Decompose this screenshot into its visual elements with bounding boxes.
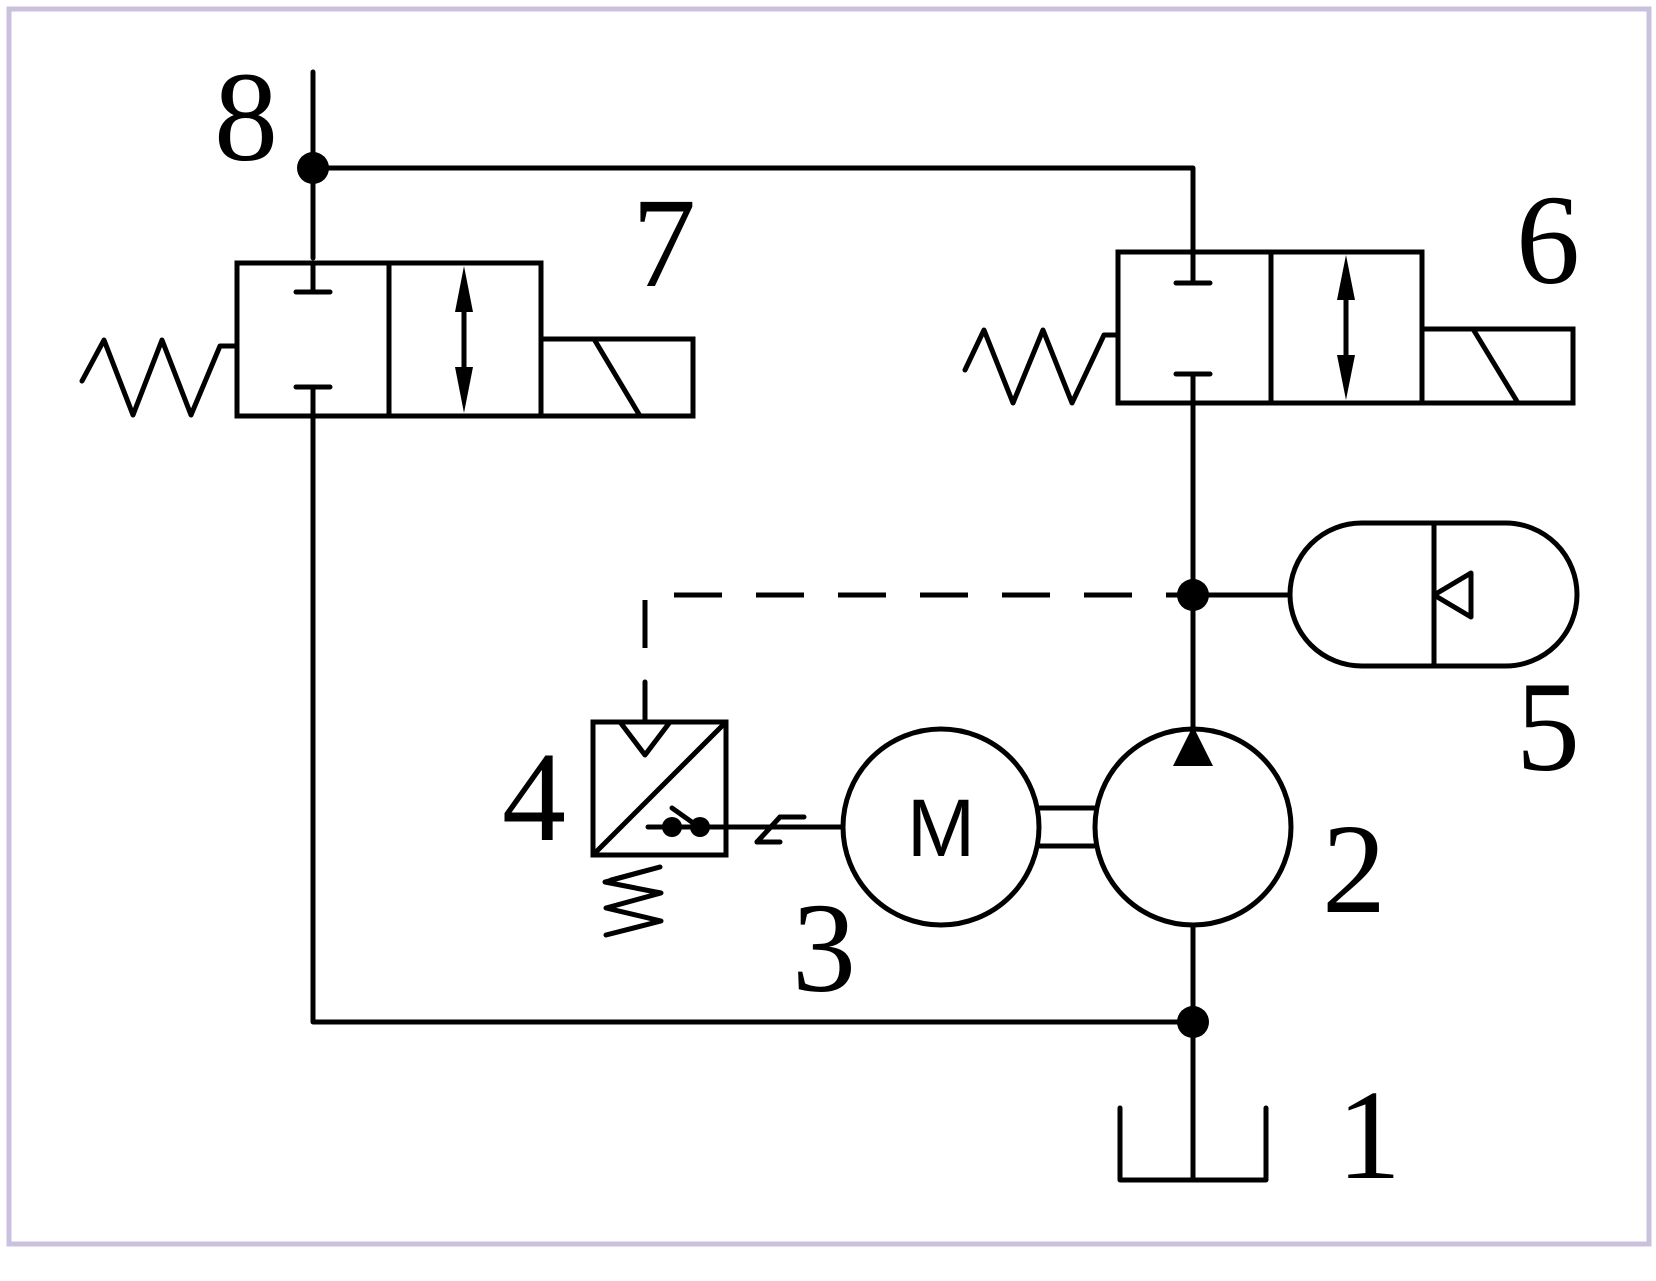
label-7: 7	[632, 172, 696, 314]
label-5: 5	[1516, 656, 1580, 798]
motor-3: M	[840, 726, 1042, 928]
pressure-switch-4	[590, 719, 846, 938]
pipe-network	[310, 69, 1293, 1183]
motor-symbol-letter: M	[907, 783, 975, 874]
junction-dot-port8	[297, 152, 329, 184]
label-1: 1	[1337, 1064, 1401, 1206]
label-6: 6	[1516, 169, 1580, 311]
junction-dot-pilot	[1177, 579, 1209, 611]
diagram-frame	[6, 6, 1652, 1247]
valve-7	[79, 260, 696, 419]
pump-2	[1092, 726, 1294, 928]
label-8: 8	[214, 46, 278, 188]
label-4: 4	[502, 726, 566, 868]
motor-pump-coupling	[1037, 805, 1097, 849]
junction-dot-return	[1177, 1006, 1209, 1038]
tank-1	[1117, 1105, 1269, 1183]
label-2: 2	[1322, 798, 1386, 940]
valve-6	[962, 249, 1576, 406]
label-3: 3	[792, 877, 856, 1019]
accumulator-5	[1287, 520, 1580, 669]
pilot-line	[642, 592, 1193, 725]
